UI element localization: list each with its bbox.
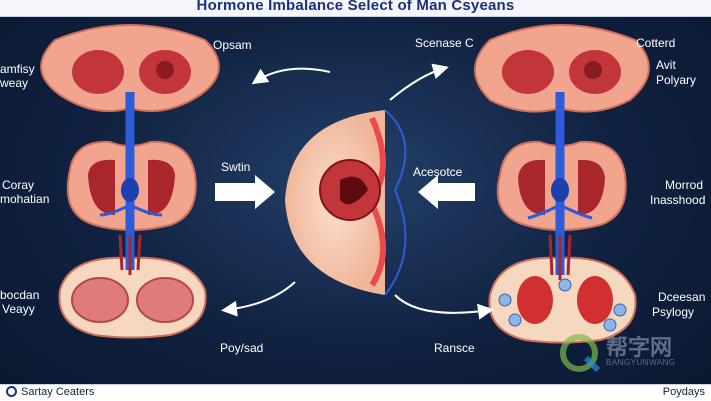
block-arrows xyxy=(215,175,475,209)
acesotce-arrow xyxy=(418,175,475,209)
label-psylogy: Psylogy xyxy=(652,305,695,319)
watermark-logo-icon xyxy=(560,334,601,373)
label-dceesan: Dceesan xyxy=(658,290,706,304)
flow-arrows xyxy=(221,63,494,320)
footer-logo-icon xyxy=(6,386,17,397)
label-inasshood: Inasshood xyxy=(650,193,706,207)
label-coray: Coray xyxy=(2,178,35,192)
left-top-cavity-l xyxy=(72,50,124,94)
label-poysad: Poy/sad xyxy=(220,341,264,355)
label-morrod: Morrod xyxy=(665,178,704,192)
footer-left-text: Sartay Ceaters xyxy=(21,386,95,398)
watermark: 帮字网 BANGYUNWANG xyxy=(556,330,676,376)
label-amfisy: amfisy xyxy=(0,62,35,76)
title-bar: Hormone Imbalance Select of Man Csyeans xyxy=(0,0,711,17)
label-scrnase: Scenase C xyxy=(415,36,474,50)
center-organ xyxy=(285,109,407,296)
label-cotterd: Cotterd xyxy=(636,36,676,50)
label-polyary: Polyary xyxy=(656,73,697,87)
footer: Sartay Ceaters Poydays xyxy=(0,384,711,401)
diagram-title: Hormone Imbalance Select of Man Csyeans xyxy=(196,0,515,14)
anatomy-diagram xyxy=(40,24,650,344)
label-opsam: Opsam xyxy=(213,38,252,52)
footer-left: Sartay Ceaters xyxy=(6,386,94,398)
arrow-opsam xyxy=(251,67,331,85)
label-veayy: Veayy xyxy=(2,302,35,316)
swtin-arrow xyxy=(215,175,275,209)
label-mohatian: mohatian xyxy=(0,192,50,206)
arrow-poysad xyxy=(221,281,296,317)
label-weay: weay xyxy=(0,76,29,90)
label-swtin: Swtin xyxy=(221,160,251,174)
left-organ-stack xyxy=(40,24,220,339)
arrow-scrnase xyxy=(389,63,449,101)
arrow-ransce xyxy=(394,294,494,320)
watermark-subtext: BANGYUNWANG xyxy=(606,358,676,367)
label-avit: Avit xyxy=(656,58,676,72)
label-bocdan: bocdan xyxy=(0,288,40,302)
footer-right-text: Poydays xyxy=(662,386,705,398)
label-ransce: Ransce xyxy=(434,341,475,355)
right-organ-stack xyxy=(474,24,650,344)
watermark-text: 帮字网 xyxy=(606,335,673,360)
label-acesotce: Acesotce xyxy=(413,165,463,179)
